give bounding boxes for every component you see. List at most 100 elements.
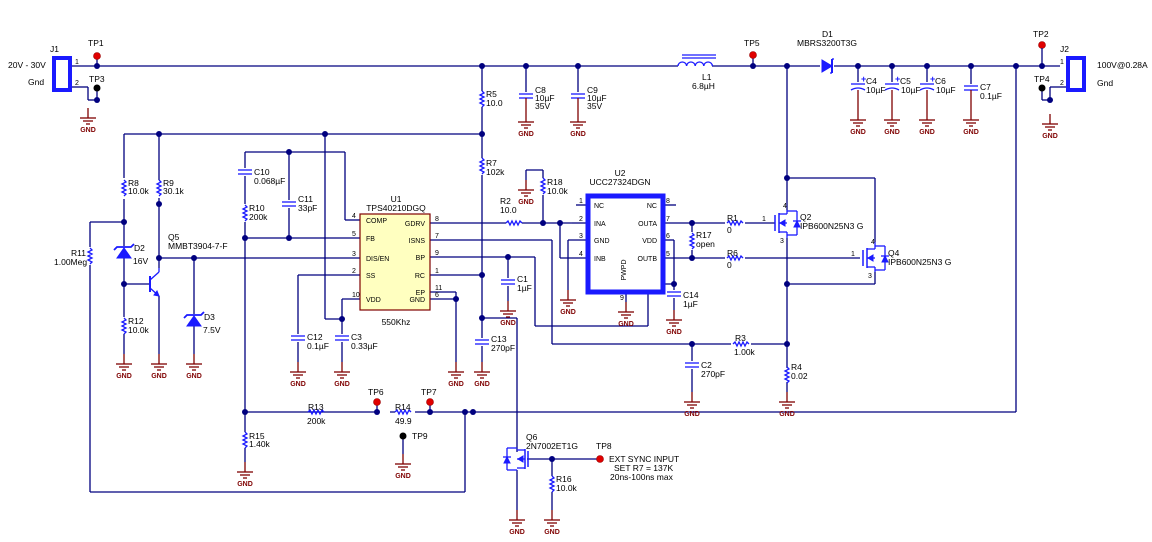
ground-symbol: GND — [499, 300, 517, 327]
r3-ref: R3 — [735, 333, 746, 343]
zener-diode-d3[interactable]: D3 7.5V — [183, 311, 221, 335]
capacitor-c14[interactable]: C14 1µF — [666, 290, 699, 309]
resistor-r16[interactable]: R16 10.0k — [549, 474, 578, 493]
u2-pad-label: PWPD — [621, 260, 628, 281]
c14-ref: C14 — [683, 290, 699, 300]
c4-value: 10µF — [866, 85, 886, 95]
resistor-r1[interactable]: R1 0 — [726, 213, 744, 235]
resistor-r13[interactable]: R13 200k — [307, 402, 326, 426]
resistor-r12[interactable]: R12 10.0k — [121, 316, 150, 335]
resistor-r10[interactable]: R10 200k — [242, 203, 268, 222]
c2-ref: C2 — [701, 360, 712, 370]
svg-text:GND: GND — [594, 238, 610, 245]
c14-value: 1µF — [683, 299, 698, 309]
r17-value: open — [696, 239, 715, 249]
capacitor-c5[interactable]: C5 10µF — [884, 73, 921, 110]
junction-dot — [479, 272, 485, 278]
j2-pin2: 2 — [1060, 80, 1064, 87]
ic-u2[interactable]: U2 UCC27324DGN PWPD 9 1NC2INA3GND4INB8NC… — [579, 168, 670, 302]
resistor-r5[interactable]: R5 10.0 — [479, 89, 503, 108]
capacitor-c10[interactable]: C10 0.068µF — [237, 167, 285, 186]
capacitor-c3[interactable]: C3 0.33µF — [334, 332, 378, 351]
resistor-r7[interactable]: R7 102k — [479, 157, 505, 177]
capacitor-c4[interactable]: C4 10µF — [850, 73, 886, 110]
mosfet-q2[interactable]: 1 4 3 Q2 IPB600N25N3 G — [762, 203, 863, 245]
mosfet-q6[interactable]: Q6 2N7002ET1G — [503, 432, 578, 471]
capacitor-c12[interactable]: C12 0.1µF — [290, 332, 329, 351]
svg-text:8: 8 — [666, 198, 670, 205]
resistor-r17[interactable]: R17 open — [689, 230, 715, 250]
u2-pin-nc: 1NC — [579, 198, 604, 210]
ground-symbol: GND — [508, 509, 526, 536]
ground-label: GND — [395, 473, 411, 480]
resistor-r15[interactable]: R15 1.40k — [242, 431, 271, 449]
resistor-r3[interactable]: R3 1.00k — [732, 333, 756, 357]
junction-dot — [523, 63, 529, 69]
capacitor-c6[interactable]: C6 10µF — [919, 73, 956, 110]
resistor-r18[interactable]: R18 10.0k — [540, 177, 569, 196]
testpoint-tp9[interactable]: TP9 — [399, 431, 428, 441]
zener-diode-d2[interactable]: D2 16V — [113, 243, 148, 266]
junction-dot — [191, 255, 197, 261]
testpoint-tp4[interactable]: TP4 — [1034, 74, 1050, 92]
inductor-l1[interactable]: L1 6.8µH — [677, 54, 716, 91]
ground-label: GND — [850, 129, 866, 136]
capacitor-c2[interactable]: C2 270pF — [684, 360, 725, 379]
r6-value: 0 — [727, 260, 732, 270]
resistor-r11[interactable]: R11 1.00Meg — [54, 247, 93, 267]
junction-dot — [94, 97, 100, 103]
junction-dot — [505, 254, 511, 260]
ground-label: GND — [448, 381, 464, 388]
capacitor-c9[interactable]: C9 10µF 35V — [570, 85, 607, 112]
r7-ref: R7 — [486, 158, 497, 168]
wires — [72, 58, 1066, 510]
testpoint-tp1[interactable]: TP1 — [88, 38, 104, 60]
c3-value: 0.33µF — [351, 341, 378, 351]
c8-voltage: 35V — [535, 101, 550, 111]
junction-dot — [671, 281, 677, 287]
transistor-q5[interactable]: Q5 MMBT3904-7-F — [149, 232, 228, 297]
capacitor-c13[interactable]: C13 270pF — [474, 334, 515, 353]
resistor-r8[interactable]: R8 10.0k — [121, 178, 150, 197]
ground-symbol: GND — [289, 361, 307, 388]
testpoint-tp5[interactable]: TP5 — [744, 38, 760, 59]
capacitor-c8[interactable]: C8 10µF 35V — [518, 85, 555, 112]
testpoint-tp8[interactable]: TP8 — [596, 441, 612, 463]
junction-dot — [750, 63, 756, 69]
j1-pin1: 1 — [75, 59, 79, 66]
capacitor-c7[interactable]: C7 0.1µF — [963, 82, 1002, 110]
svg-text:9: 9 — [435, 250, 439, 257]
tp1-label: TP1 — [88, 38, 104, 48]
r11-value: 1.00Meg — [54, 257, 87, 267]
connector-j1[interactable]: J1 1 2 20V - 30V Gnd — [8, 44, 79, 92]
resistor-r14[interactable]: R14 49.9 — [394, 402, 412, 426]
capacitor-c1[interactable]: C1 1µF — [500, 274, 532, 293]
resistor-r9[interactable]: R9 30.1k — [156, 178, 185, 197]
testpoint-tp7[interactable]: TP7 — [421, 387, 437, 406]
ground-symbol: GND — [79, 107, 97, 134]
junction-dot — [575, 63, 581, 69]
svg-text:3: 3 — [352, 251, 356, 258]
svg-text:COMP: COMP — [366, 218, 387, 225]
resistor-r6[interactable]: R6 0 — [726, 248, 744, 270]
svg-text:5: 5 — [666, 251, 670, 258]
testpoint-tp6[interactable]: TP6 — [368, 387, 384, 406]
ic-u1[interactable]: U1 TPS40210DGQ 550Khz 4COMP5FB3DIS/EN2SS… — [352, 194, 442, 327]
ground-symbol: GND — [559, 289, 577, 316]
connector-j2[interactable]: J2 1 2 100V@0.28A Gnd — [1060, 44, 1148, 92]
testpoint-tp3[interactable]: TP3 — [89, 74, 105, 92]
resistor-r4[interactable]: R4 0.02 — [784, 362, 808, 384]
diode-d1[interactable]: D1 MBRS3200T3G — [797, 29, 857, 74]
c8-ref: C8 — [535, 85, 546, 95]
ground-label: GND — [80, 127, 96, 134]
capacitor-c11[interactable]: C11 33pF — [281, 194, 317, 213]
svg-text:INA: INA — [594, 221, 606, 228]
testpoint-tp2[interactable]: TP2 — [1033, 29, 1049, 58]
junction-dot — [689, 341, 695, 347]
resistor-r2[interactable]: R2 10.0 — [500, 196, 523, 226]
mosfet-q4[interactable]: 1 4 3 Q4 IPB600N25N3 G — [851, 239, 951, 280]
junction-dot — [1013, 63, 1019, 69]
tp6-label: TP6 — [368, 387, 384, 397]
